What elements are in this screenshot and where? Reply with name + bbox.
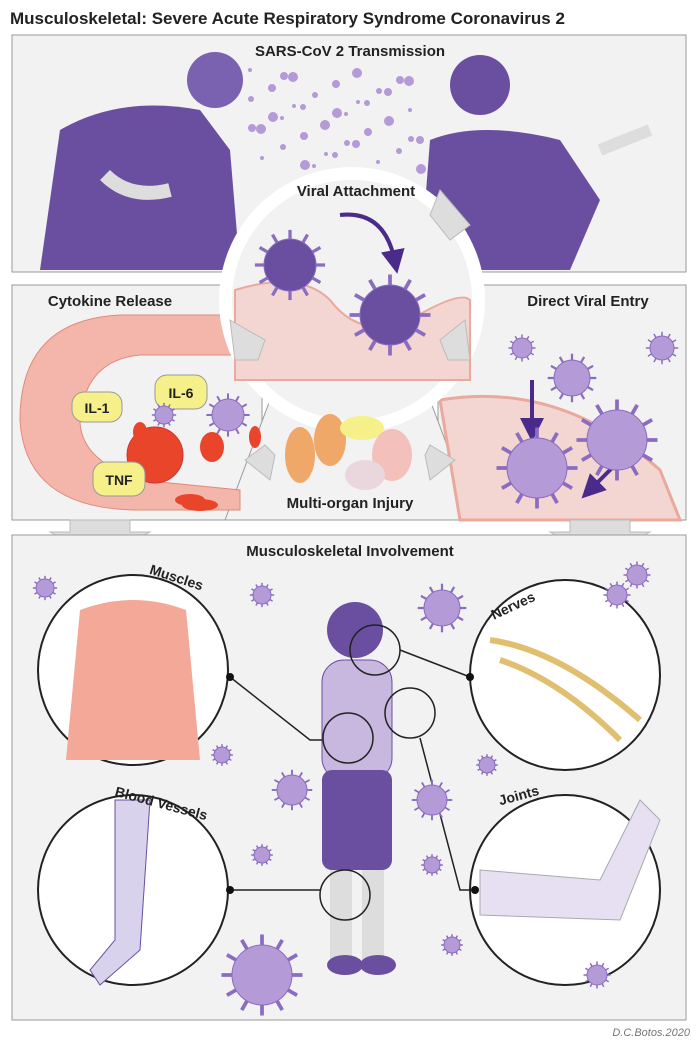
droplet <box>280 116 284 120</box>
droplet <box>384 116 394 126</box>
droplet <box>280 144 286 150</box>
droplet <box>352 68 362 78</box>
droplet <box>384 88 392 96</box>
virus-icon <box>206 393 250 437</box>
cytokine-badge-il6: IL-6 <box>154 374 208 410</box>
patient-figure <box>321 602 396 975</box>
droplet <box>248 96 254 102</box>
virus-icon <box>441 934 463 956</box>
droplet <box>300 104 306 110</box>
droplet <box>396 148 402 154</box>
virus-icon <box>211 744 233 766</box>
virus-icon <box>411 779 453 821</box>
droplet <box>268 112 278 122</box>
virus-icon <box>476 754 498 776</box>
droplet <box>404 76 414 86</box>
virus-icon <box>349 274 431 356</box>
virus-icon <box>421 854 443 876</box>
droplet <box>376 88 382 94</box>
droplet <box>312 164 316 168</box>
droplet <box>408 136 414 142</box>
droplet <box>320 120 330 130</box>
droplets <box>248 68 426 174</box>
red-blood-cells <box>133 422 261 511</box>
droplet <box>376 160 380 164</box>
droplet <box>352 140 360 148</box>
transmission-label: SARS-CoV 2 Transmission <box>255 43 445 60</box>
virus-icon <box>251 844 273 866</box>
virus-icon <box>221 934 303 1016</box>
droplet <box>416 164 426 174</box>
page-title: Musculoskeletal: Severe Acute Respirator… <box>10 9 565 28</box>
droplet <box>344 140 350 146</box>
droplet <box>344 112 348 116</box>
droplet <box>292 104 296 108</box>
droplet <box>288 72 298 82</box>
coughing-man-figure <box>40 52 243 270</box>
droplet <box>248 124 256 132</box>
virus-icon <box>645 331 679 365</box>
virus-icon <box>603 581 631 609</box>
droplet <box>248 68 252 72</box>
virus-icon <box>576 399 658 481</box>
svg-text:IL-1: IL-1 <box>85 400 110 416</box>
virus-icon <box>417 583 467 633</box>
credit: D.C.Botos.2020 <box>612 1027 691 1039</box>
droplet <box>268 84 276 92</box>
droplet <box>364 128 372 136</box>
virus-icon <box>249 582 275 608</box>
droplet <box>300 132 308 140</box>
virus-icon <box>547 353 597 403</box>
virus-icon <box>254 229 326 301</box>
virus-icon <box>508 334 536 362</box>
droplet <box>356 100 360 104</box>
droplet <box>408 108 412 112</box>
attachment-label: Viral Attachment <box>297 183 415 200</box>
attachment-arrow <box>339 212 405 274</box>
droplet <box>324 152 328 156</box>
entry-label: Direct Viral Entry <box>527 293 649 310</box>
virus-icon <box>151 402 177 428</box>
virus-icon <box>583 961 611 989</box>
svg-text:TNF: TNF <box>105 472 133 488</box>
droplet <box>280 72 288 80</box>
cytokine-badge-tnf: TNF <box>92 461 146 497</box>
organs-illustration <box>285 414 412 490</box>
svg-text:IL-6: IL-6 <box>169 385 194 401</box>
droplet <box>260 156 264 160</box>
droplet <box>300 160 310 170</box>
droplet <box>396 76 404 84</box>
tissue-circle-nerves: Nerves <box>466 579 661 771</box>
cytokine-label: Cytokine Release <box>48 293 172 310</box>
droplet <box>256 124 266 134</box>
tissue-circle-joints: Joints <box>469 782 661 986</box>
droplet <box>312 92 318 98</box>
droplet <box>364 100 370 106</box>
blood-vessel <box>19 314 241 511</box>
virus-icon <box>623 561 651 589</box>
droplet <box>332 108 342 118</box>
virus-icon <box>271 769 313 811</box>
droplet <box>416 136 424 144</box>
organ-label: Multi-organ Injury <box>287 495 414 512</box>
involvement-label: Musculoskeletal Involvement <box>246 543 454 560</box>
tissue-circle-muscles: Muscles <box>37 561 234 766</box>
virus-icon <box>32 575 58 601</box>
virus-icon <box>496 427 578 509</box>
droplet <box>332 80 340 88</box>
cytokine-badge-il1: IL-1 <box>71 391 123 423</box>
droplet <box>332 152 338 158</box>
